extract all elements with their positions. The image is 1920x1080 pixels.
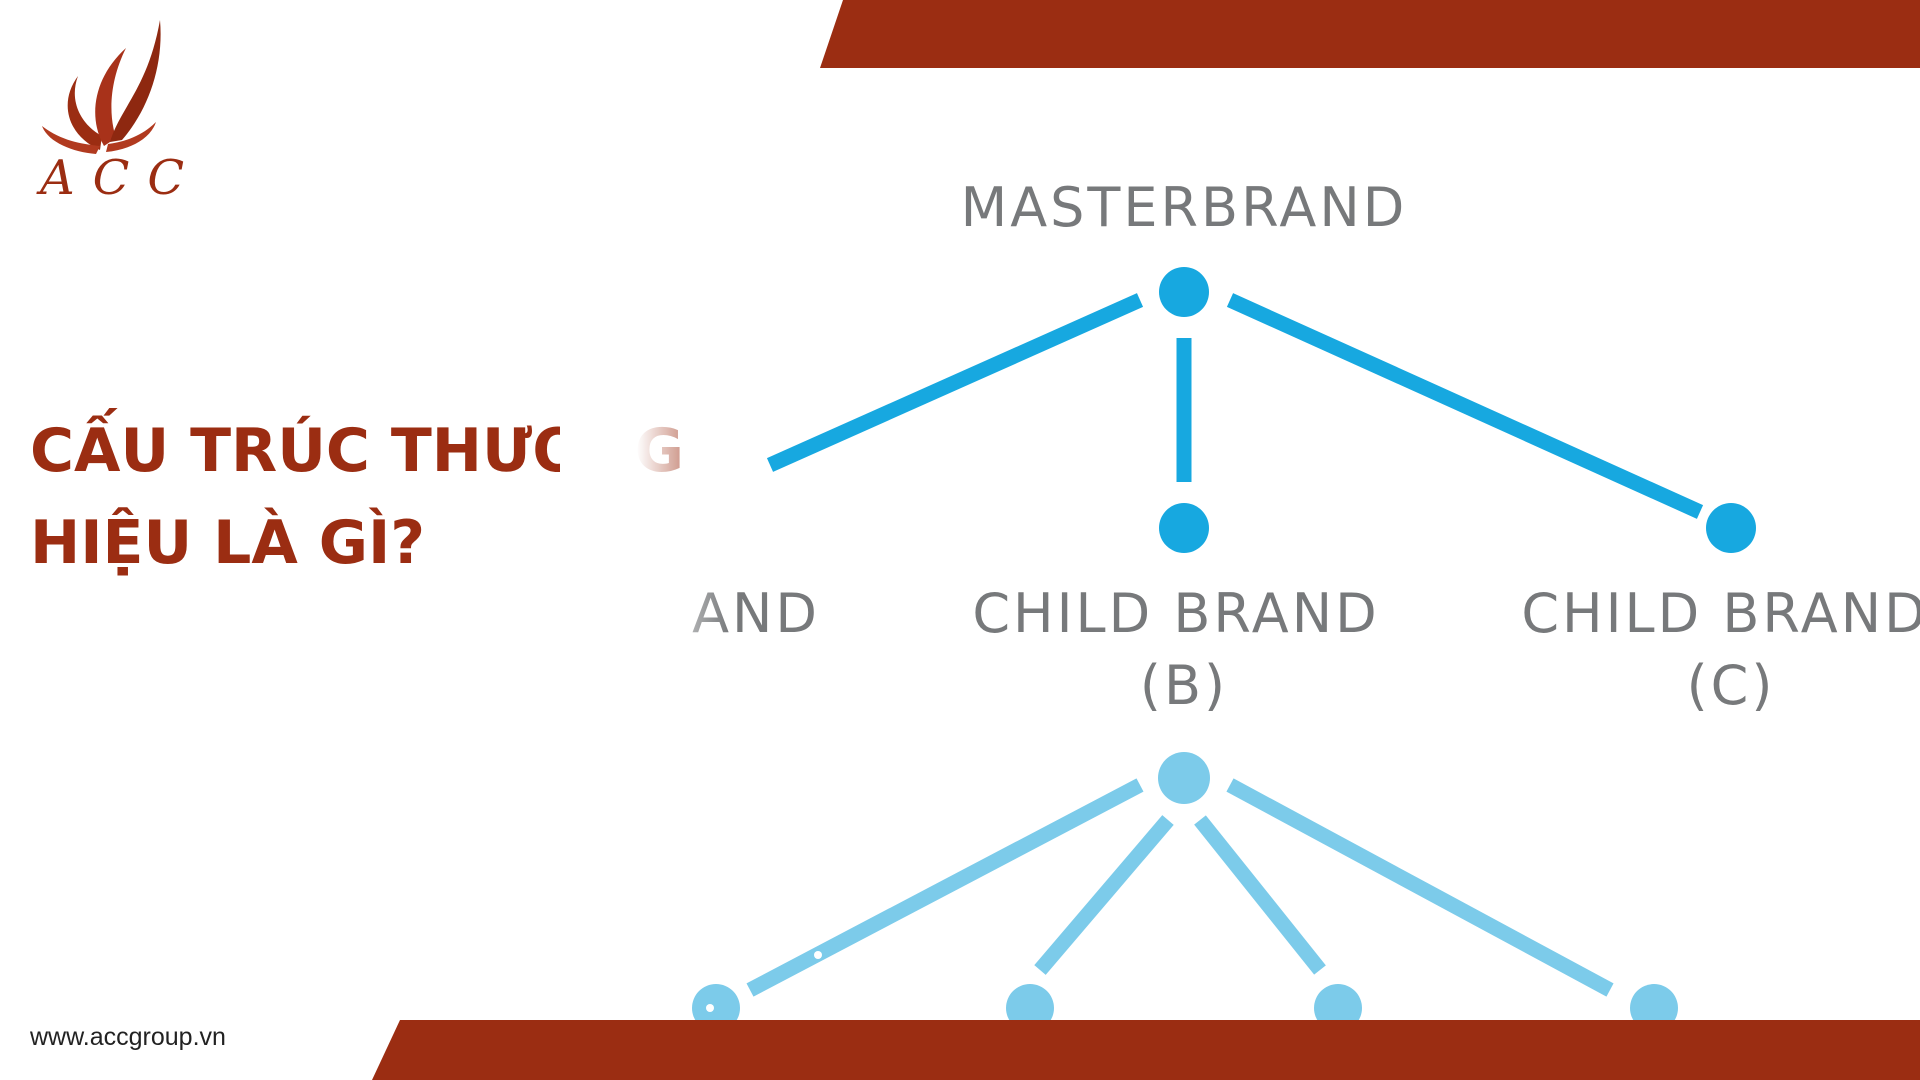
logo-text: ACC bbox=[40, 150, 203, 206]
node-child-c bbox=[1706, 503, 1756, 553]
bottom-banner bbox=[372, 1020, 1920, 1080]
label-masterbrand: MASTERBRAND bbox=[961, 176, 1408, 239]
connector-root-to-a bbox=[766, 293, 1144, 472]
top-banner bbox=[820, 0, 1920, 68]
connector-b-to-b2 bbox=[1034, 815, 1174, 975]
website-url: www.accgroup.vn bbox=[30, 1023, 226, 1051]
dot-marker-2 bbox=[814, 951, 822, 959]
page-title-line-2: HIỆU LÀ GÌ? bbox=[30, 508, 426, 578]
label-child-c-sub: (C) bbox=[1687, 654, 1776, 717]
label-child-b-sub: (B) bbox=[1140, 654, 1228, 717]
node-masterbrand bbox=[1159, 267, 1209, 317]
connector-b-to-b3 bbox=[1194, 815, 1326, 975]
label-child-b: CHILD BRAND bbox=[972, 582, 1379, 645]
diagram-fade-edge bbox=[560, 420, 730, 780]
label-child-c: CHILD BRAND bbox=[1521, 582, 1920, 645]
dot-marker-1 bbox=[706, 1004, 714, 1012]
connector-b-to-b4 bbox=[1226, 778, 1614, 997]
node-child-b-level2 bbox=[1158, 752, 1210, 804]
node-child-b bbox=[1159, 503, 1209, 553]
acc-flame-logo-icon bbox=[42, 20, 161, 154]
connector-b-to-b1 bbox=[746, 778, 1144, 997]
connector-root-to-c bbox=[1226, 293, 1704, 519]
